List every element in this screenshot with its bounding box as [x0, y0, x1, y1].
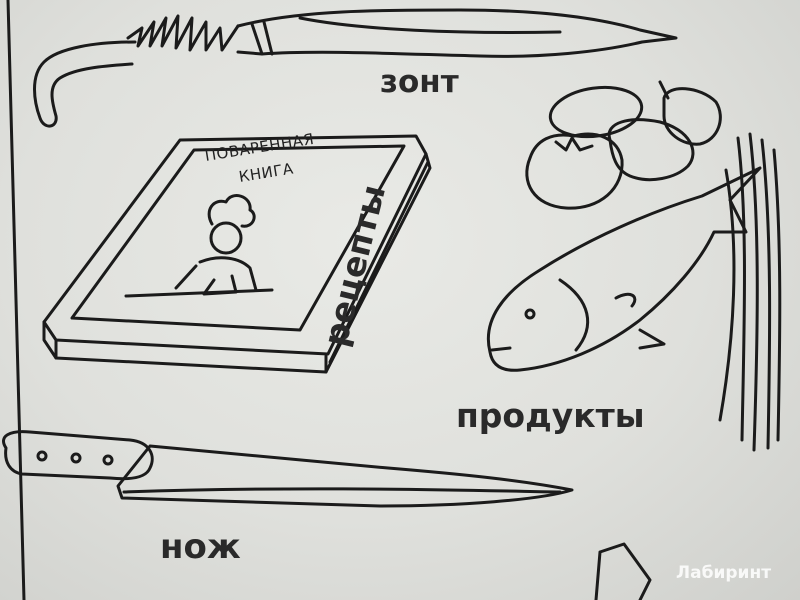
potato [548, 85, 644, 139]
umbrella-drawing [33, 8, 678, 128]
fish-eye [524, 308, 536, 320]
tomato-stem [554, 136, 594, 152]
chef-head [209, 221, 243, 255]
green-stem-4 [772, 148, 782, 442]
label-umbrella: зонт [380, 64, 459, 100]
umbrella-canopy [236, 8, 678, 58]
groceries-drawing [525, 80, 722, 210]
book-pages [54, 160, 430, 374]
fish-drawing [487, 166, 762, 372]
garlic [658, 80, 722, 146]
fish-fin [614, 292, 637, 308]
umbrella-handle [33, 40, 137, 128]
tomato [525, 132, 624, 210]
green-stem-5 [718, 168, 736, 422]
umbrella-fold [298, 16, 562, 34]
umbrella-strap [250, 22, 264, 56]
knife-handle [2, 430, 154, 481]
chef-hat [207, 194, 256, 228]
label-knife: нож [160, 527, 241, 567]
knife-rivet-2 [70, 452, 82, 464]
green-stem-3 [760, 138, 772, 450]
knife-bevel [122, 487, 562, 494]
knife-rivet-1 [36, 450, 48, 462]
partial-object [594, 542, 652, 600]
fish-mouth [490, 346, 512, 352]
fish-body [487, 166, 762, 372]
knife-drawing [2, 430, 574, 508]
cookbook-drawing [42, 134, 432, 374]
cover-frame [70, 144, 406, 332]
umbrella-frills [126, 14, 240, 52]
book-spine [42, 152, 432, 374]
chef-body [174, 256, 258, 296]
knife-blade [116, 444, 574, 508]
watermark: Лабиринт [676, 563, 772, 583]
bread-loaf [607, 118, 695, 182]
greens-drawing [718, 132, 782, 452]
knife-rivet-3 [102, 454, 114, 466]
label-groceries: продукты [456, 396, 645, 435]
umbrella-strap-2 [262, 20, 274, 56]
table-line [124, 288, 274, 298]
green-stem-1 [736, 136, 746, 442]
fish-belly-fin [638, 328, 666, 350]
green-stem-2 [748, 132, 759, 452]
fish-gill [558, 278, 590, 352]
page-border [6, 0, 26, 600]
